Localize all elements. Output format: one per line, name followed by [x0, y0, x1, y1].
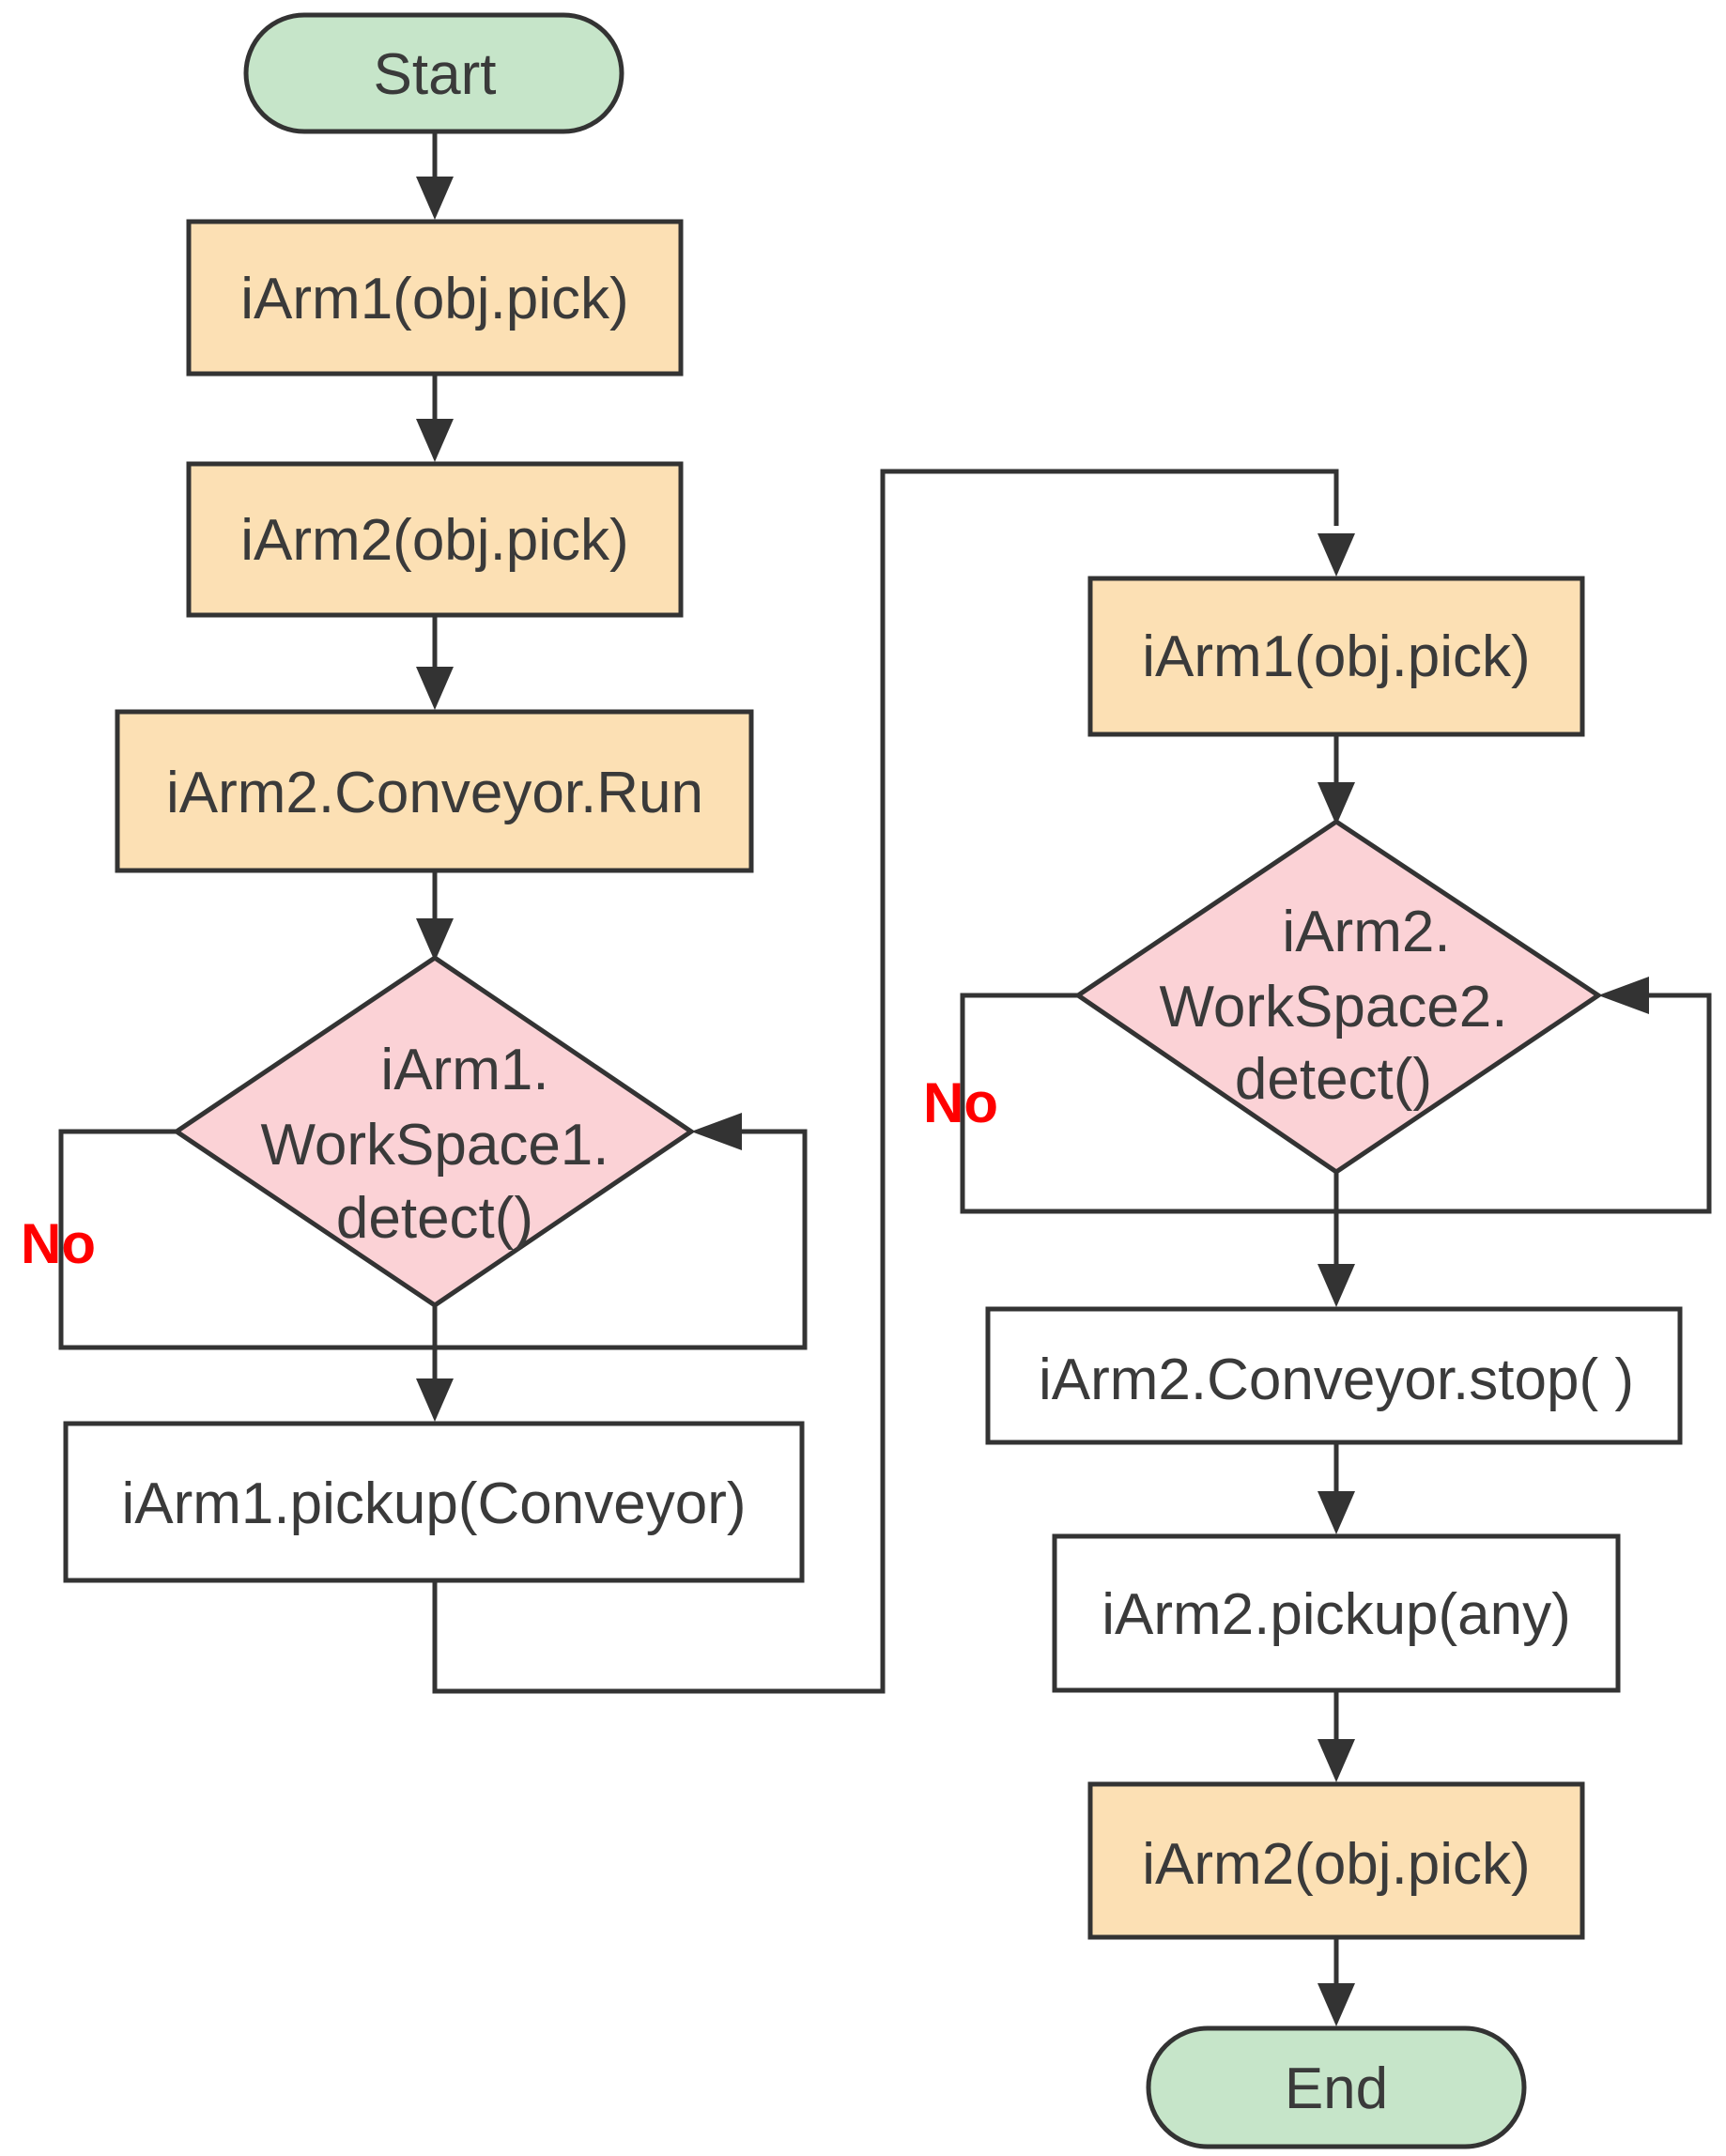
ws2-detect-line-3: detect() — [1235, 1047, 1432, 1112]
conveyor-run-node: iArm2.Conveyor.Run — [115, 709, 754, 873]
arrowhead-down — [1318, 1264, 1355, 1307]
arrowhead-left — [1598, 977, 1649, 1014]
arm1-pick-box — [186, 219, 684, 377]
end-node: End — [1146, 2025, 1527, 2149]
ws2-detect-line-2: WorkSpace2. — [1159, 975, 1507, 1040]
arrowhead-down — [1318, 533, 1355, 577]
right-arm2-pick-label: iArm2(obj.pick) — [1142, 1832, 1530, 1897]
right-arm2-pick-node: iArm2(obj.pick) — [1087, 1781, 1585, 1940]
arm2-pickup-any-box — [1052, 1533, 1621, 1693]
ws1-detect-node: iArm1. WorkSpace1. detect() — [172, 954, 696, 1309]
arm1-pick-node: iArm1(obj.pick) — [186, 219, 684, 377]
arrowhead-down — [1318, 1739, 1355, 1782]
arrowhead-down — [1318, 1983, 1355, 2026]
arrowheads — [416, 177, 1649, 2026]
arm2-pickup-any-label: iArm2.pickup(any) — [1102, 1582, 1571, 1647]
start-node: Start — [243, 12, 624, 134]
arm2-pick-node: iArm2(obj.pick) — [186, 461, 684, 618]
arm1-pickup-conveyor-box — [63, 1421, 805, 1583]
conveyor-stop-label: iArm2.Conveyor.stop( ) — [1039, 1348, 1634, 1412]
end-terminal-shape — [1146, 2025, 1527, 2149]
arrowhead-down — [416, 177, 454, 220]
end-label: End — [1285, 2056, 1388, 2121]
arrowhead-down — [416, 918, 454, 962]
arrowhead-down — [416, 1378, 454, 1422]
conveyor-stop-node: iArm2.Conveyor.stop( ) — [985, 1306, 1683, 1445]
conveyor-run-label: iArm2.Conveyor.Run — [166, 761, 703, 825]
right-arm1-pick-box — [1087, 576, 1585, 737]
no-loop-ws2-left — [960, 993, 1336, 1214]
start-label: Start — [374, 42, 497, 107]
arm1-pickup-conveyor-label: iArm1.pickup(Conveyor) — [122, 1471, 747, 1536]
right-arm2-pick-box — [1087, 1781, 1585, 1940]
connectors — [58, 131, 1712, 1985]
arm2-pickup-any-node: iArm2.pickup(any) — [1052, 1533, 1621, 1693]
ws1-detect-line-3: detect() — [336, 1186, 533, 1251]
ws1-detect-line-2: WorkSpace1. — [260, 1113, 609, 1178]
arm2-pick-label: iArm2(obj.pick) — [240, 508, 628, 573]
right-arm1-pick-label: iArm1(obj.pick) — [1142, 624, 1530, 689]
connector-pickup-to-right-column — [432, 469, 1339, 1694]
arrowhead-down — [416, 667, 454, 710]
arm1-pick-label: iArm1(obj.pick) — [240, 267, 628, 331]
ws1-decision-diamond — [172, 954, 696, 1309]
no-loop-ws1-left — [58, 1129, 435, 1350]
arrowhead-down — [416, 419, 454, 462]
ws1-detect-line-1: iArm1. — [380, 1038, 548, 1102]
conveyor-stop-box — [985, 1306, 1683, 1445]
right-arm1-pick-node: iArm1(obj.pick) — [1087, 576, 1585, 737]
no-label-ws2: No — [923, 1071, 998, 1134]
arm1-pickup-conveyor-node: iArm1.pickup(Conveyor) — [63, 1421, 805, 1583]
arm2-pick-box — [186, 461, 684, 618]
loop-back-ws2-right — [1336, 993, 1712, 1214]
arrowhead-down — [1318, 782, 1355, 825]
conveyor-run-box — [115, 709, 754, 873]
ws2-decision-diamond — [1073, 818, 1603, 1176]
ws2-detect-node: iArm2. WorkSpace2. detect() — [1073, 818, 1603, 1176]
ws2-detect-line-1: iArm2. — [1282, 900, 1450, 964]
no-label-ws1: No — [21, 1212, 96, 1275]
loop-back-ws1-right — [435, 1129, 808, 1350]
arrowhead-left — [691, 1113, 742, 1150]
arrowhead-down — [1318, 1491, 1355, 1534]
start-terminal-shape — [243, 12, 624, 134]
